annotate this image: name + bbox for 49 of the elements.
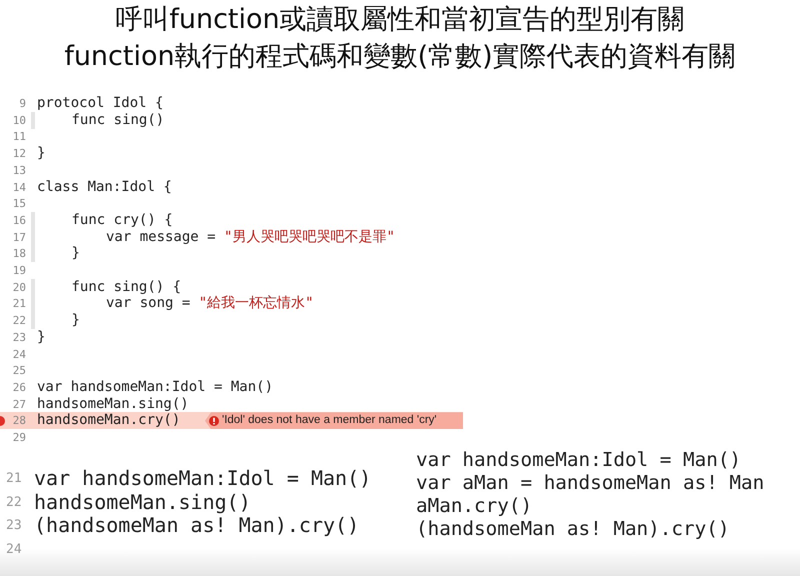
subtitle: function執行的程式碼和變數(常數)實際代表的資料有關 xyxy=(63,40,737,74)
line-number: 21 xyxy=(12,296,26,312)
code-line: (handsomeMan as! Man).cry() xyxy=(416,517,730,540)
line-number: 22 xyxy=(6,494,22,512)
code-line: handsomeMan.cry() xyxy=(37,412,180,430)
line-number: 26 xyxy=(12,380,26,396)
line-number: 15 xyxy=(12,196,26,212)
line-number: 23 xyxy=(12,330,26,346)
code-line: var handsomeMan:Idol = Man() xyxy=(34,467,372,490)
line-number: 10 xyxy=(12,112,26,129)
line-number: 28 xyxy=(12,413,26,430)
line-number: 24 xyxy=(12,346,26,362)
line-number: 29 xyxy=(12,430,26,446)
code-line: var message = "男人哭吧哭吧哭吧不是罪" xyxy=(106,228,395,246)
code-line: var aMan = handsomeMan as! Man xyxy=(416,471,764,494)
code-line: } xyxy=(37,145,46,162)
line-number: 25 xyxy=(12,363,26,380)
line-number: 11 xyxy=(12,129,26,146)
line-number: 16 xyxy=(12,212,26,229)
code-line: class Man:Idol { xyxy=(37,178,172,196)
line-number: 20 xyxy=(12,280,26,296)
line-number: 23 xyxy=(6,517,22,535)
line-number: 22 xyxy=(12,313,26,330)
code-line: (handsomeMan as! Man).cry() xyxy=(34,514,360,537)
line-number: 19 xyxy=(12,263,26,279)
line-number: 9 xyxy=(18,96,26,112)
code-line: handsomeMan.sing() xyxy=(34,490,251,514)
error-message: 'Idol' does not have a member named 'cry' xyxy=(222,413,437,428)
line-number: 18 xyxy=(12,246,26,262)
line-number: 12 xyxy=(12,146,26,162)
code-line: var handsomeMan:Idol = Man() xyxy=(416,448,742,471)
title: 呼叫function或讀取屬性和當初宣告的型別有關 xyxy=(114,3,686,37)
line-number: 14 xyxy=(12,180,26,196)
code-line: } xyxy=(37,328,46,346)
code-line: func sing() xyxy=(72,112,164,129)
code-line: aMan.cry() xyxy=(416,494,532,517)
code-line: handsomeMan.sing() xyxy=(37,396,189,413)
code-line: func cry() { xyxy=(72,212,173,229)
code-line: } xyxy=(72,312,80,330)
line-number: 21 xyxy=(6,470,22,488)
line-number: 13 xyxy=(12,162,26,179)
code-line: protocol Idol { xyxy=(37,95,164,112)
code-line: } xyxy=(72,245,80,262)
line-number: 17 xyxy=(12,230,26,246)
code-line: func sing() { xyxy=(72,278,182,296)
line-number: 27 xyxy=(12,396,26,413)
code-line: var handsomeMan:Idol = Man() xyxy=(37,378,274,396)
code-line: var song = "給我一杯忘情水" xyxy=(106,295,314,312)
line-number: 24 xyxy=(6,540,22,558)
